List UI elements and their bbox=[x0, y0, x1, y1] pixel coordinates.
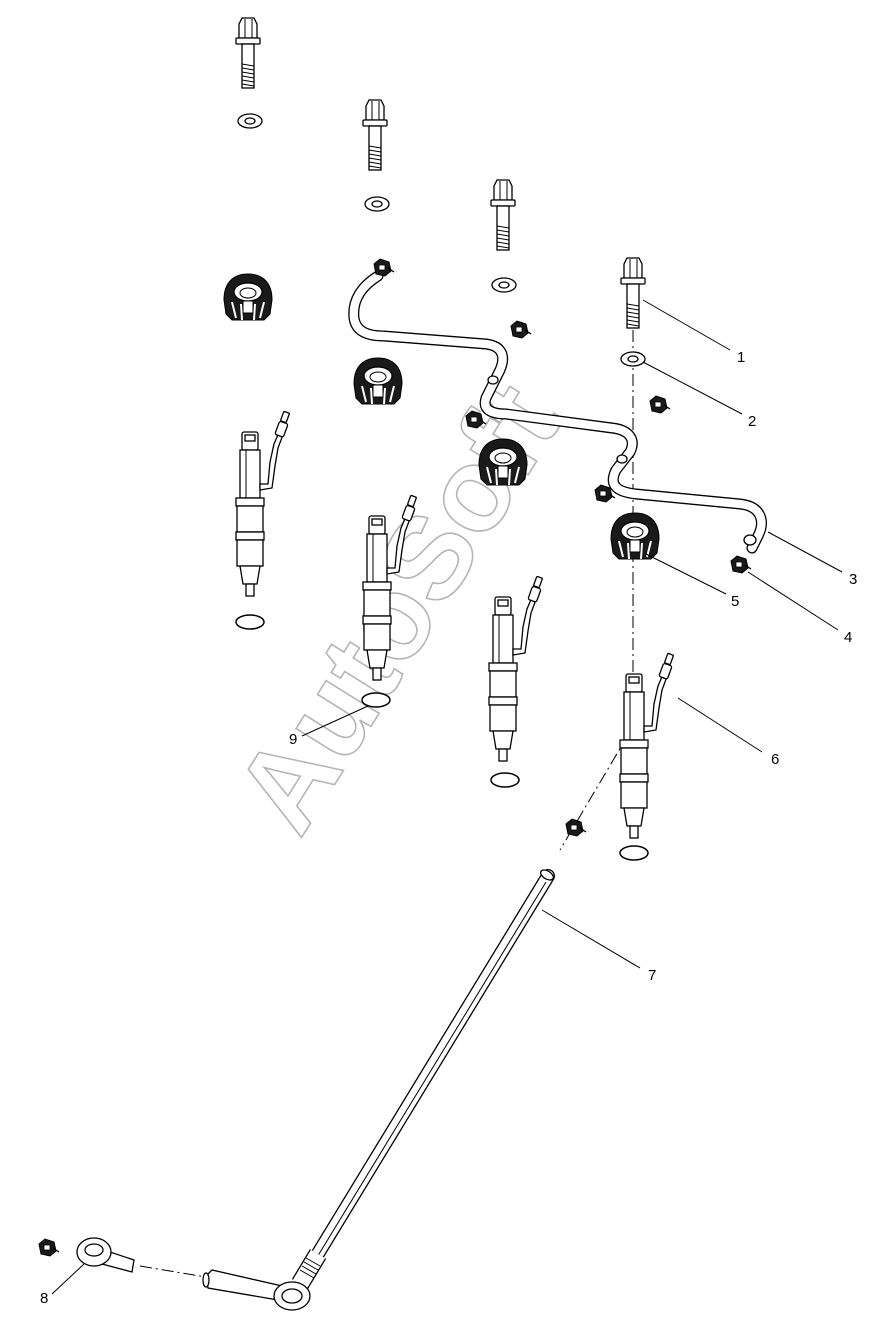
leader-6 bbox=[677, 697, 763, 753]
injector-cylinder-4 bbox=[619, 652, 675, 839]
clamp-cylinder-2 bbox=[353, 357, 403, 405]
callout-6: 6 bbox=[771, 751, 779, 768]
callout-9: 9 bbox=[289, 731, 297, 748]
clip-pipe-6 bbox=[730, 555, 752, 574]
bolt-cylinder-3 bbox=[490, 179, 516, 251]
leader-3 bbox=[767, 531, 843, 573]
leader-2 bbox=[642, 361, 743, 415]
washer-cylinder-3 bbox=[491, 277, 517, 293]
washer-cylinder-1 bbox=[237, 113, 263, 129]
bolt-cylinder-4 bbox=[620, 257, 646, 329]
clip-pipe-4 bbox=[649, 395, 671, 414]
leak-off-pipe bbox=[348, 270, 767, 554]
leader-9 bbox=[301, 705, 369, 737]
injector-cylinder-1 bbox=[235, 410, 291, 597]
leader-1 bbox=[642, 299, 731, 351]
return-hose bbox=[291, 869, 555, 1289]
o-ring-cylinder-4 bbox=[619, 845, 649, 861]
bolt-cylinder-1 bbox=[235, 17, 261, 89]
banjo-bolt bbox=[76, 1237, 135, 1273]
clamp-cylinder-3 bbox=[478, 438, 528, 486]
o-ring-cylinder-1 bbox=[235, 614, 265, 630]
clip-pipe-1 bbox=[373, 258, 395, 277]
callout-5: 5 bbox=[731, 593, 739, 610]
washer-cylinder-2 bbox=[364, 196, 390, 212]
clip-return-hose bbox=[565, 818, 587, 837]
leader-5 bbox=[645, 553, 727, 595]
centerline-banjo bbox=[139, 1265, 213, 1279]
callout-3: 3 bbox=[849, 571, 857, 588]
clamp-cylinder-4 bbox=[610, 512, 660, 560]
callout-2: 2 bbox=[748, 413, 756, 430]
hose-banjo-end bbox=[202, 1269, 311, 1311]
callout-4: 4 bbox=[844, 629, 852, 646]
washer-cylinder-4 bbox=[620, 351, 646, 367]
callout-7: 7 bbox=[648, 967, 656, 984]
clip-pipe-2 bbox=[510, 320, 532, 339]
o-ring-cylinder-3 bbox=[490, 772, 520, 788]
leader-7 bbox=[541, 909, 641, 969]
clip-banjo bbox=[38, 1238, 60, 1257]
clamp-cylinder-1 bbox=[223, 273, 273, 321]
leader-8 bbox=[51, 1263, 85, 1295]
callout-8: 8 bbox=[40, 1290, 48, 1307]
bolt-cylinder-2 bbox=[362, 99, 388, 171]
injector-cylinder-3 bbox=[488, 575, 544, 762]
callout-1: 1 bbox=[737, 349, 745, 366]
leader-4 bbox=[747, 571, 839, 631]
